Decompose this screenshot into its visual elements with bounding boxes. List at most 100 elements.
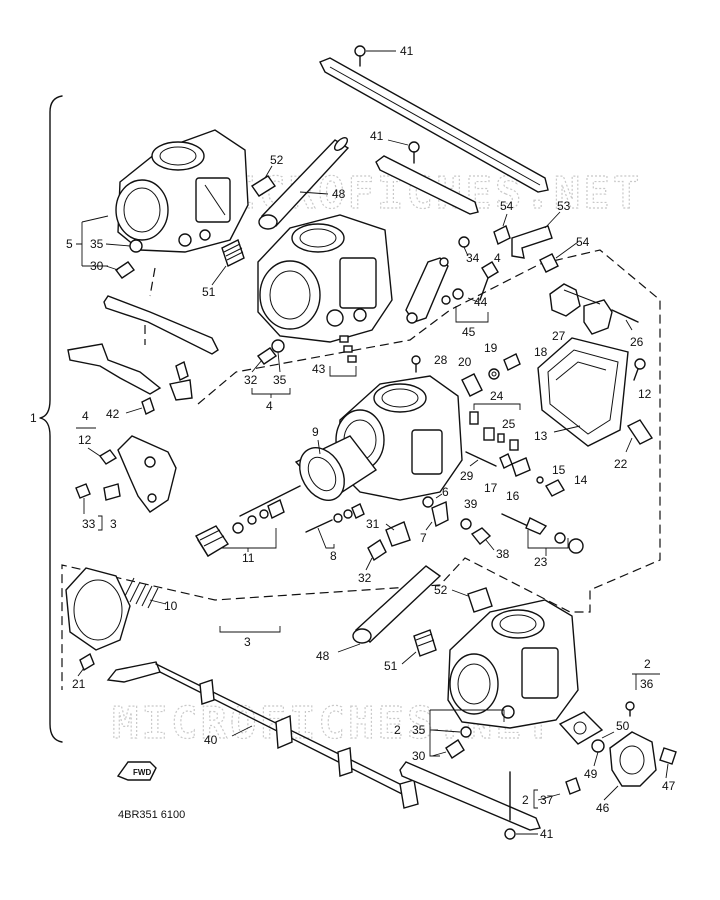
label-30-a: 30 xyxy=(90,259,104,273)
label-41-mid: 41 xyxy=(370,129,384,143)
label-22: 22 xyxy=(614,457,628,471)
float-27 xyxy=(549,283,613,335)
main-jet-17 xyxy=(499,453,513,469)
label-37: 37 xyxy=(540,793,554,807)
label-45: 45 xyxy=(462,325,476,339)
o-ring-49 xyxy=(591,739,605,767)
group-bracket-5 xyxy=(76,215,109,267)
plate-7 xyxy=(425,500,449,531)
label-9: 9 xyxy=(312,425,319,439)
label-49: 49 xyxy=(584,767,598,781)
label-15: 15 xyxy=(552,463,566,477)
washer-44 xyxy=(441,288,479,305)
washer-39 xyxy=(460,518,472,530)
label-16: 16 xyxy=(506,489,520,503)
label-52-top: 52 xyxy=(270,153,284,167)
label-11: 11 xyxy=(242,551,255,565)
screw-12-b xyxy=(87,447,118,465)
label-54-b: 54 xyxy=(576,235,590,249)
spring-51-top xyxy=(211,239,245,286)
diaphragm-cover-3 xyxy=(65,567,281,651)
pilot-screw-set-23 xyxy=(501,513,584,556)
screw-22 xyxy=(625,419,654,453)
label-30-b: 30 xyxy=(412,749,426,763)
screw-14 xyxy=(545,479,565,497)
screw-30-a xyxy=(105,261,136,279)
screw-41-mid xyxy=(387,139,420,164)
label-36: 36 xyxy=(640,677,654,691)
o-ring-35-b xyxy=(271,339,285,373)
screw-37 xyxy=(533,777,581,809)
label-7: 7 xyxy=(420,531,427,545)
label-18: 18 xyxy=(534,345,548,359)
screw-28 xyxy=(411,355,421,373)
screw-12-a xyxy=(633,358,646,381)
label-35-c: 35 xyxy=(412,723,426,737)
label-10: 10 xyxy=(164,599,178,613)
label-38: 38 xyxy=(496,547,510,561)
assembly-bracket xyxy=(39,95,63,743)
label-2-a: 2 xyxy=(644,657,651,671)
label-39: 39 xyxy=(464,497,478,511)
link-rod-40 xyxy=(106,661,419,809)
upper-linkage-rail xyxy=(319,57,549,193)
label-27: 27 xyxy=(552,329,566,343)
label-1: 1 xyxy=(30,411,37,425)
label-28: 28 xyxy=(434,353,448,367)
o-ring-35-a xyxy=(105,239,143,253)
screw-42 xyxy=(125,397,155,415)
label-17: 17 xyxy=(484,481,498,495)
label-47: 47 xyxy=(662,779,676,793)
washer-6 xyxy=(422,493,443,508)
screw-33 xyxy=(75,483,121,514)
fwd-label: FWD xyxy=(133,768,151,777)
link-plate-upper xyxy=(103,295,219,355)
label-23: 23 xyxy=(534,555,548,569)
label-40: 40 xyxy=(204,733,218,747)
mid-linkage-rail xyxy=(375,155,479,215)
label-42: 42 xyxy=(106,407,120,421)
diaphragm-piston-9 xyxy=(239,435,378,517)
screw-21 xyxy=(77,652,95,677)
gasket-50 xyxy=(558,711,615,745)
bracket-33-3 xyxy=(98,515,103,531)
float-pin-26 xyxy=(611,309,639,331)
washer-19 xyxy=(488,368,500,380)
joint-pipe-48-top xyxy=(258,136,350,230)
label-48-bottom: 48 xyxy=(316,649,330,663)
plug-18 xyxy=(503,353,521,371)
lower-linkage-rail xyxy=(399,761,541,831)
label-3-a: 3 xyxy=(110,517,117,531)
label-43: 43 xyxy=(312,362,326,376)
label-35-b: 35 xyxy=(273,373,287,387)
cap-54-b xyxy=(539,241,579,273)
label-52-bottom: 52 xyxy=(434,583,448,597)
label-20: 20 xyxy=(458,355,472,369)
bracket-2-36 xyxy=(632,673,660,690)
spring-51-bottom xyxy=(401,629,437,665)
tee-joint-53 xyxy=(511,211,561,259)
carburetor-center xyxy=(257,214,393,343)
label-4-c: 4 xyxy=(82,409,89,423)
throttle-lever xyxy=(405,257,449,324)
screw-41-bottom xyxy=(504,771,538,840)
nut-38 xyxy=(470,527,495,551)
label-31: 31 xyxy=(366,517,380,531)
label-41-bottom: 41 xyxy=(540,827,554,841)
label-29: 29 xyxy=(460,469,474,483)
label-33: 33 xyxy=(82,517,96,531)
label-51-top: 51 xyxy=(202,285,216,299)
bracket-with-screw xyxy=(67,325,193,401)
o-ring-35-c xyxy=(431,726,472,738)
bracket-24 xyxy=(473,403,521,410)
forward-arrow-icon: FWD xyxy=(116,761,157,781)
carburetor-upper-left xyxy=(115,129,249,253)
label-34: 34 xyxy=(466,251,480,265)
label-35-a: 35 xyxy=(90,237,104,251)
needle-jet-16 xyxy=(511,457,531,477)
label-51-bottom: 51 xyxy=(384,659,398,673)
throttle-lever-plate xyxy=(117,435,177,513)
label-53: 53 xyxy=(557,199,571,213)
screw-set-8 xyxy=(305,503,365,549)
